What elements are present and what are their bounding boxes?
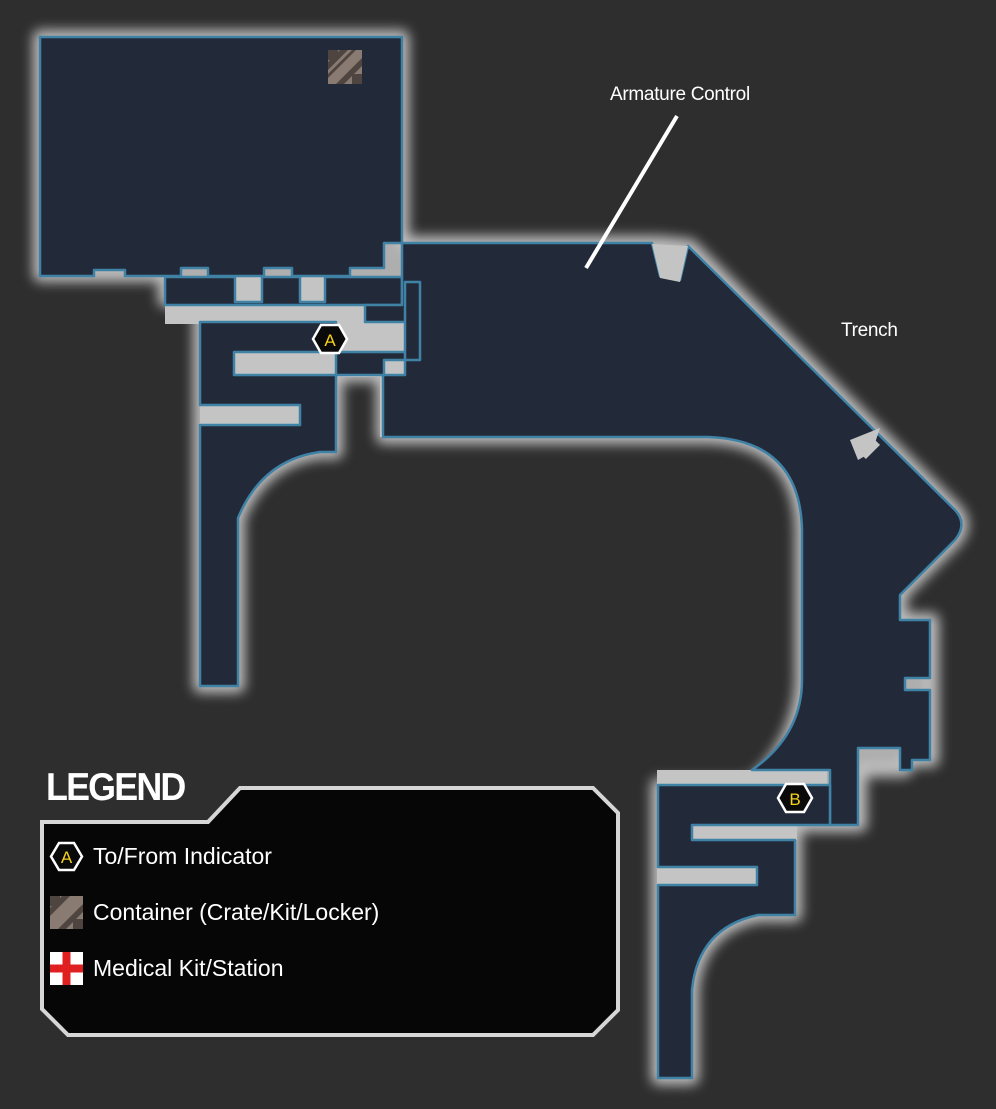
legend-panel (40, 786, 620, 1037)
armature-control-label: Armature Control (610, 84, 750, 105)
marker-a-letter: A (324, 331, 336, 350)
medical-cross-icon (50, 952, 83, 985)
legend-label-medical: Medical Kit/Station (93, 955, 284, 981)
lower-right-wing (656, 783, 832, 1080)
marker-b-letter: B (789, 790, 800, 809)
left-wing (198, 320, 338, 688)
trench-label: Trench (841, 320, 898, 341)
marker-a-icon: A (311, 323, 349, 355)
legend-label-indicator: To/From Indicator (93, 843, 272, 869)
upper-left-alcove (163, 275, 404, 307)
hexagon-marker-icon: A (49, 841, 84, 872)
legend-label-container: Container (Crate/Kit/Locker) (93, 899, 380, 925)
marker-b-icon: B (776, 782, 814, 814)
legend-item-indicator: A To/From Indicator (48, 838, 272, 875)
legend-item-medical: Medical Kit/Station (48, 950, 283, 987)
legend-title: LEGEND (46, 766, 186, 809)
armature-control-hall (334, 241, 963, 827)
map-container-crate-icon (328, 50, 362, 84)
legend-marker-letter: A (61, 848, 73, 867)
armature-control-pointer (584, 114, 679, 270)
wall-notches (652, 244, 881, 460)
room-layer (38, 35, 963, 1080)
container-crate-icon (50, 896, 83, 929)
legend-item-container: Container (Crate/Kit/Locker) (48, 894, 379, 931)
